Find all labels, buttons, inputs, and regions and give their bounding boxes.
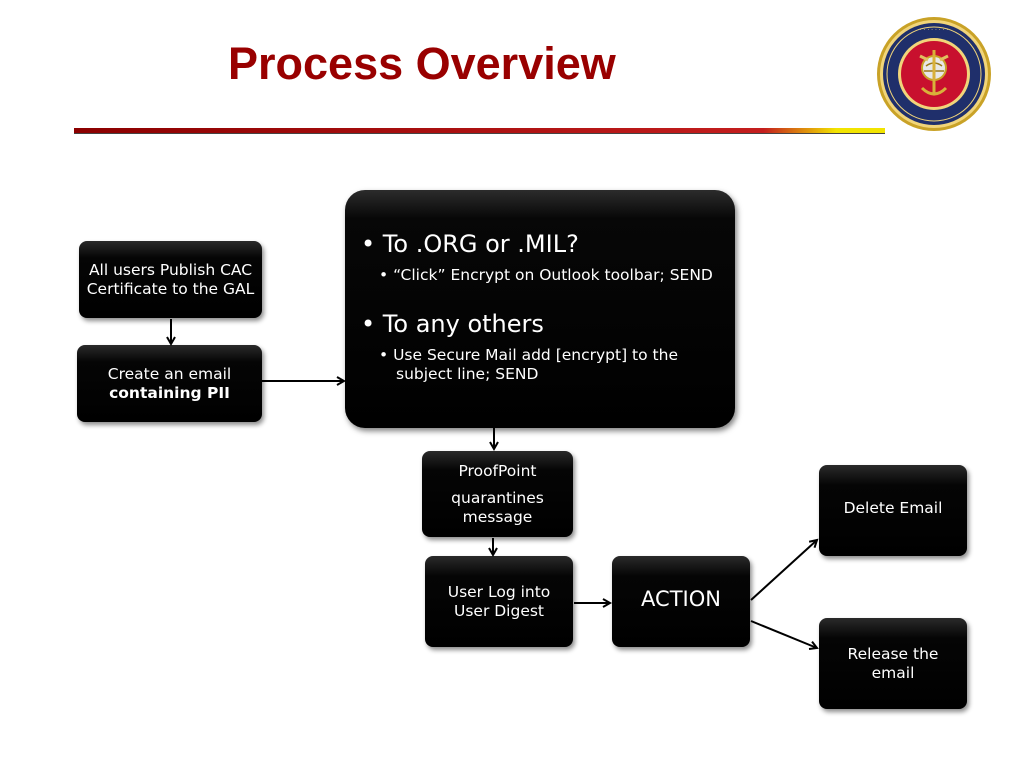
user-digest-line1: User Log into <box>447 582 551 601</box>
page-title: Process Overview <box>228 38 616 89</box>
user-digest-box: User Log into User Digest <box>425 556 573 647</box>
decision-item2-detail-line2: subject line; SEND <box>396 365 539 383</box>
delete-email-label: Delete Email <box>843 499 943 517</box>
arrow-action-to-release <box>750 620 817 648</box>
create-email-line2: containing PII <box>109 383 230 402</box>
delete-email-box: Delete Email <box>819 465 967 556</box>
proofpoint-box: ProofPoint quarantines message <box>422 451 573 537</box>
decision-item1-title: To .ORG or .MIL? <box>382 230 579 258</box>
publish-cac-box: All users Publish CAC Certificate to the… <box>79 241 262 318</box>
decision-item2-detail-line1: Use Secure Mail add [encrypt] to the <box>393 346 678 364</box>
create-email-line1: Create an email <box>107 364 232 383</box>
decision-item1-detail: • “Click” Encrypt on Outlook toolbar; SE… <box>379 266 713 284</box>
decision-item1-detail-text: “Click” Encrypt on Outlook toolbar; SEND <box>393 266 713 284</box>
encryption-decision-box: • To .ORG or .MIL? • “Click” Encrypt on … <box>345 190 735 428</box>
title-divider <box>74 128 885 134</box>
decision-item-any-others: • To any others <box>361 310 544 338</box>
proofpoint-line2: quarantines <box>451 489 544 507</box>
release-email-box: Release the email <box>819 618 967 709</box>
release-email-line2: email <box>871 663 915 682</box>
proofpoint-line1: ProofPoint <box>458 462 537 480</box>
user-digest-line2: User Digest <box>453 601 545 620</box>
decision-item-org-mil: • To .ORG or .MIL? <box>361 230 579 258</box>
action-box: ACTION <box>612 556 750 647</box>
publish-cac-line1: All users Publish CAC <box>88 260 253 279</box>
proofpoint-line3: message <box>462 508 533 526</box>
create-email-box: Create an email containing PII <box>77 345 262 422</box>
release-email-line1: Release the <box>847 644 939 663</box>
arrow-action-to-delete <box>750 540 817 601</box>
navy-seal-icon: · · · · · · · · <box>877 17 991 131</box>
decision-item2-detail: • Use Secure Mail add [encrypt] to the s… <box>379 346 678 383</box>
decision-item2-title: To any others <box>382 310 544 338</box>
svg-text:· · · · · · · ·: · · · · · · · · <box>920 27 949 34</box>
publish-cac-line2: Certificate to the GAL <box>86 279 255 298</box>
action-label: ACTION <box>641 587 721 611</box>
